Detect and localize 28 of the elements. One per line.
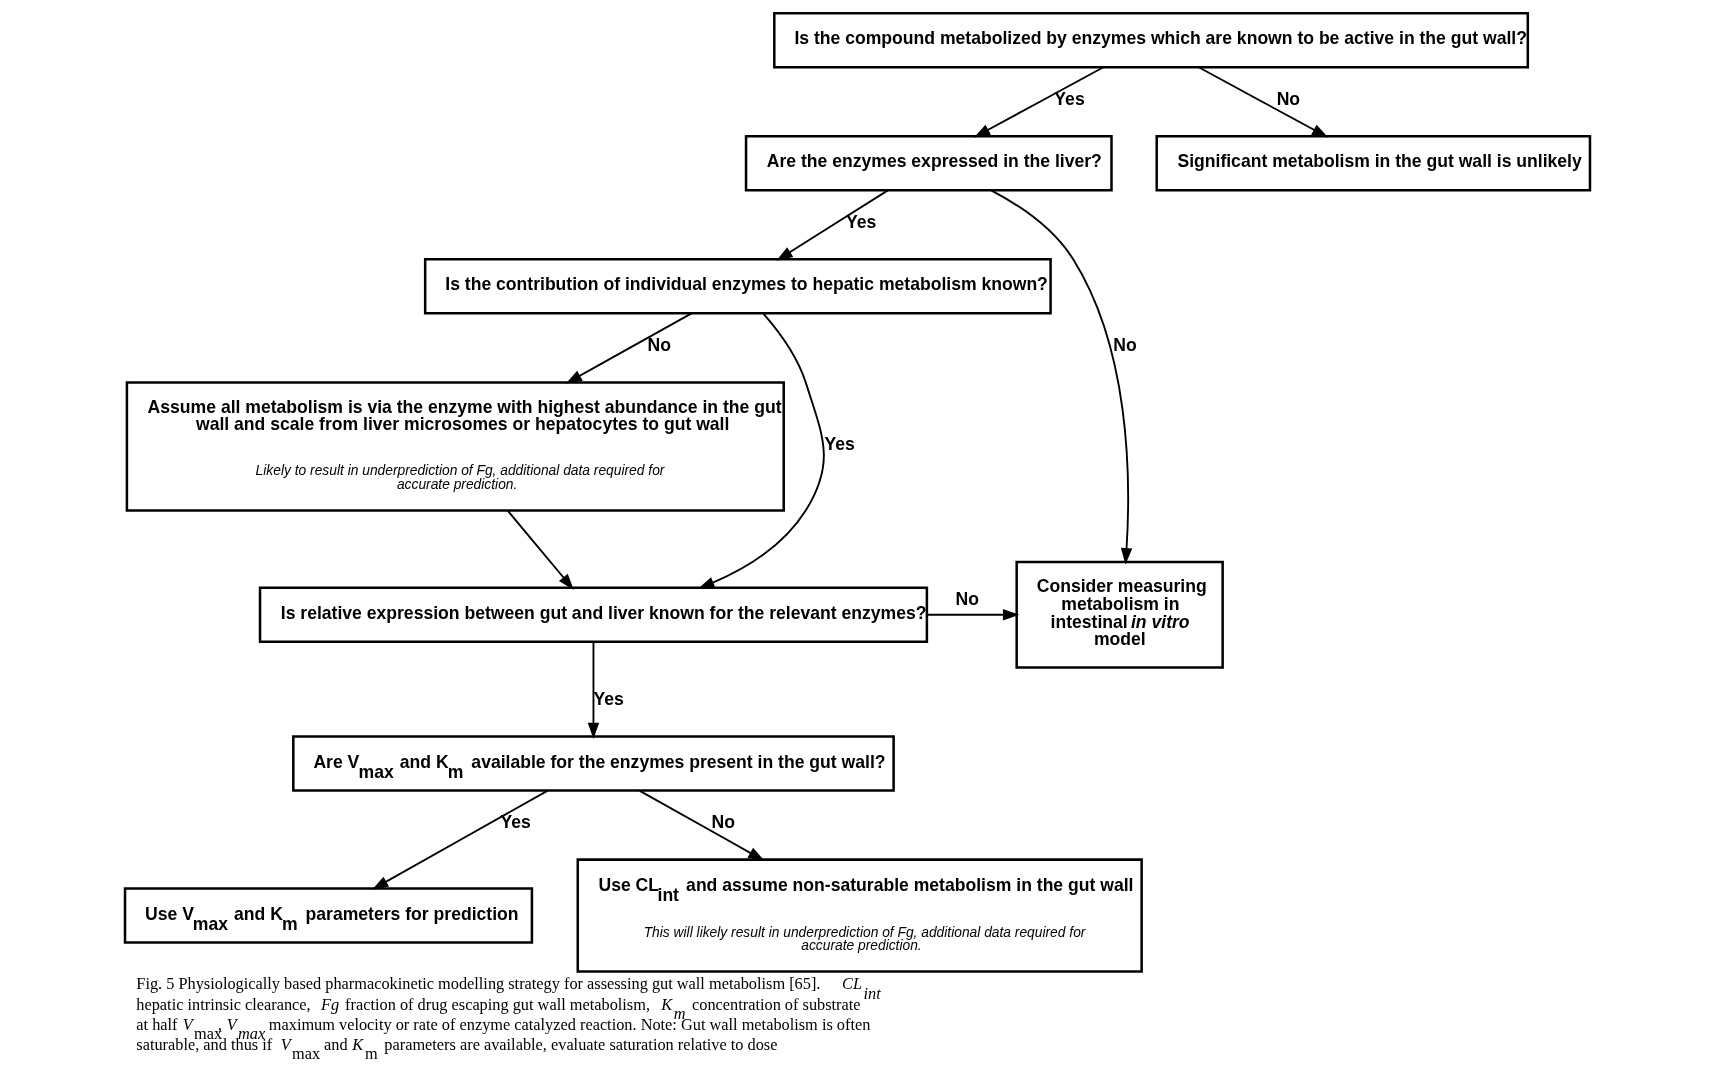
arrow — [638, 789, 765, 861]
edge-label: No — [954, 588, 979, 609]
edge-label: Yes — [824, 433, 855, 454]
edge-label: Yes — [845, 212, 876, 233]
edge-label: Yes — [592, 689, 624, 710]
arrow — [697, 312, 825, 589]
edge-label: No — [1276, 89, 1300, 110]
edge-label: No — [711, 812, 735, 833]
node-box: Is the compound metabolized by enzymes which are known to be active in the gut wall? — [772, 11, 1529, 69]
node-box: Are the enzymes expressed in the liver? — [744, 135, 1113, 192]
node-box: Is relative expression between gut and liver known for the relevant enzymes? — [258, 586, 928, 643]
arrow — [565, 312, 692, 384]
arrow — [925, 609, 1019, 621]
edge-label: No — [646, 335, 671, 356]
edge-label: No — [1112, 335, 1137, 356]
arrow — [371, 789, 548, 890]
arrow — [989, 189, 1132, 565]
arrow — [587, 640, 599, 740]
node-box: Is the contribution of individual enzymes to hepatic metabolism known? — [423, 258, 1052, 315]
arrow — [775, 189, 889, 261]
node-box: Significant metabolism in the gut wall is unlikely — [1154, 135, 1591, 192]
node-box: Consider measuring metabolism in intestinal in vitro model — [1014, 560, 1224, 669]
edge-label: Yes — [1053, 89, 1085, 110]
arrow — [973, 66, 1104, 138]
arrow — [506, 509, 574, 590]
edge-label: Yes — [500, 812, 531, 833]
arrow — [1197, 66, 1328, 138]
node-box: Assume all metabolism is via the enzyme with highest abundance in the gut wall and scale from liver microsomes or hepatocytes to gut wall Likely to result in underprediction of Fg, additional data required for accurate prediction. — [125, 381, 785, 512]
